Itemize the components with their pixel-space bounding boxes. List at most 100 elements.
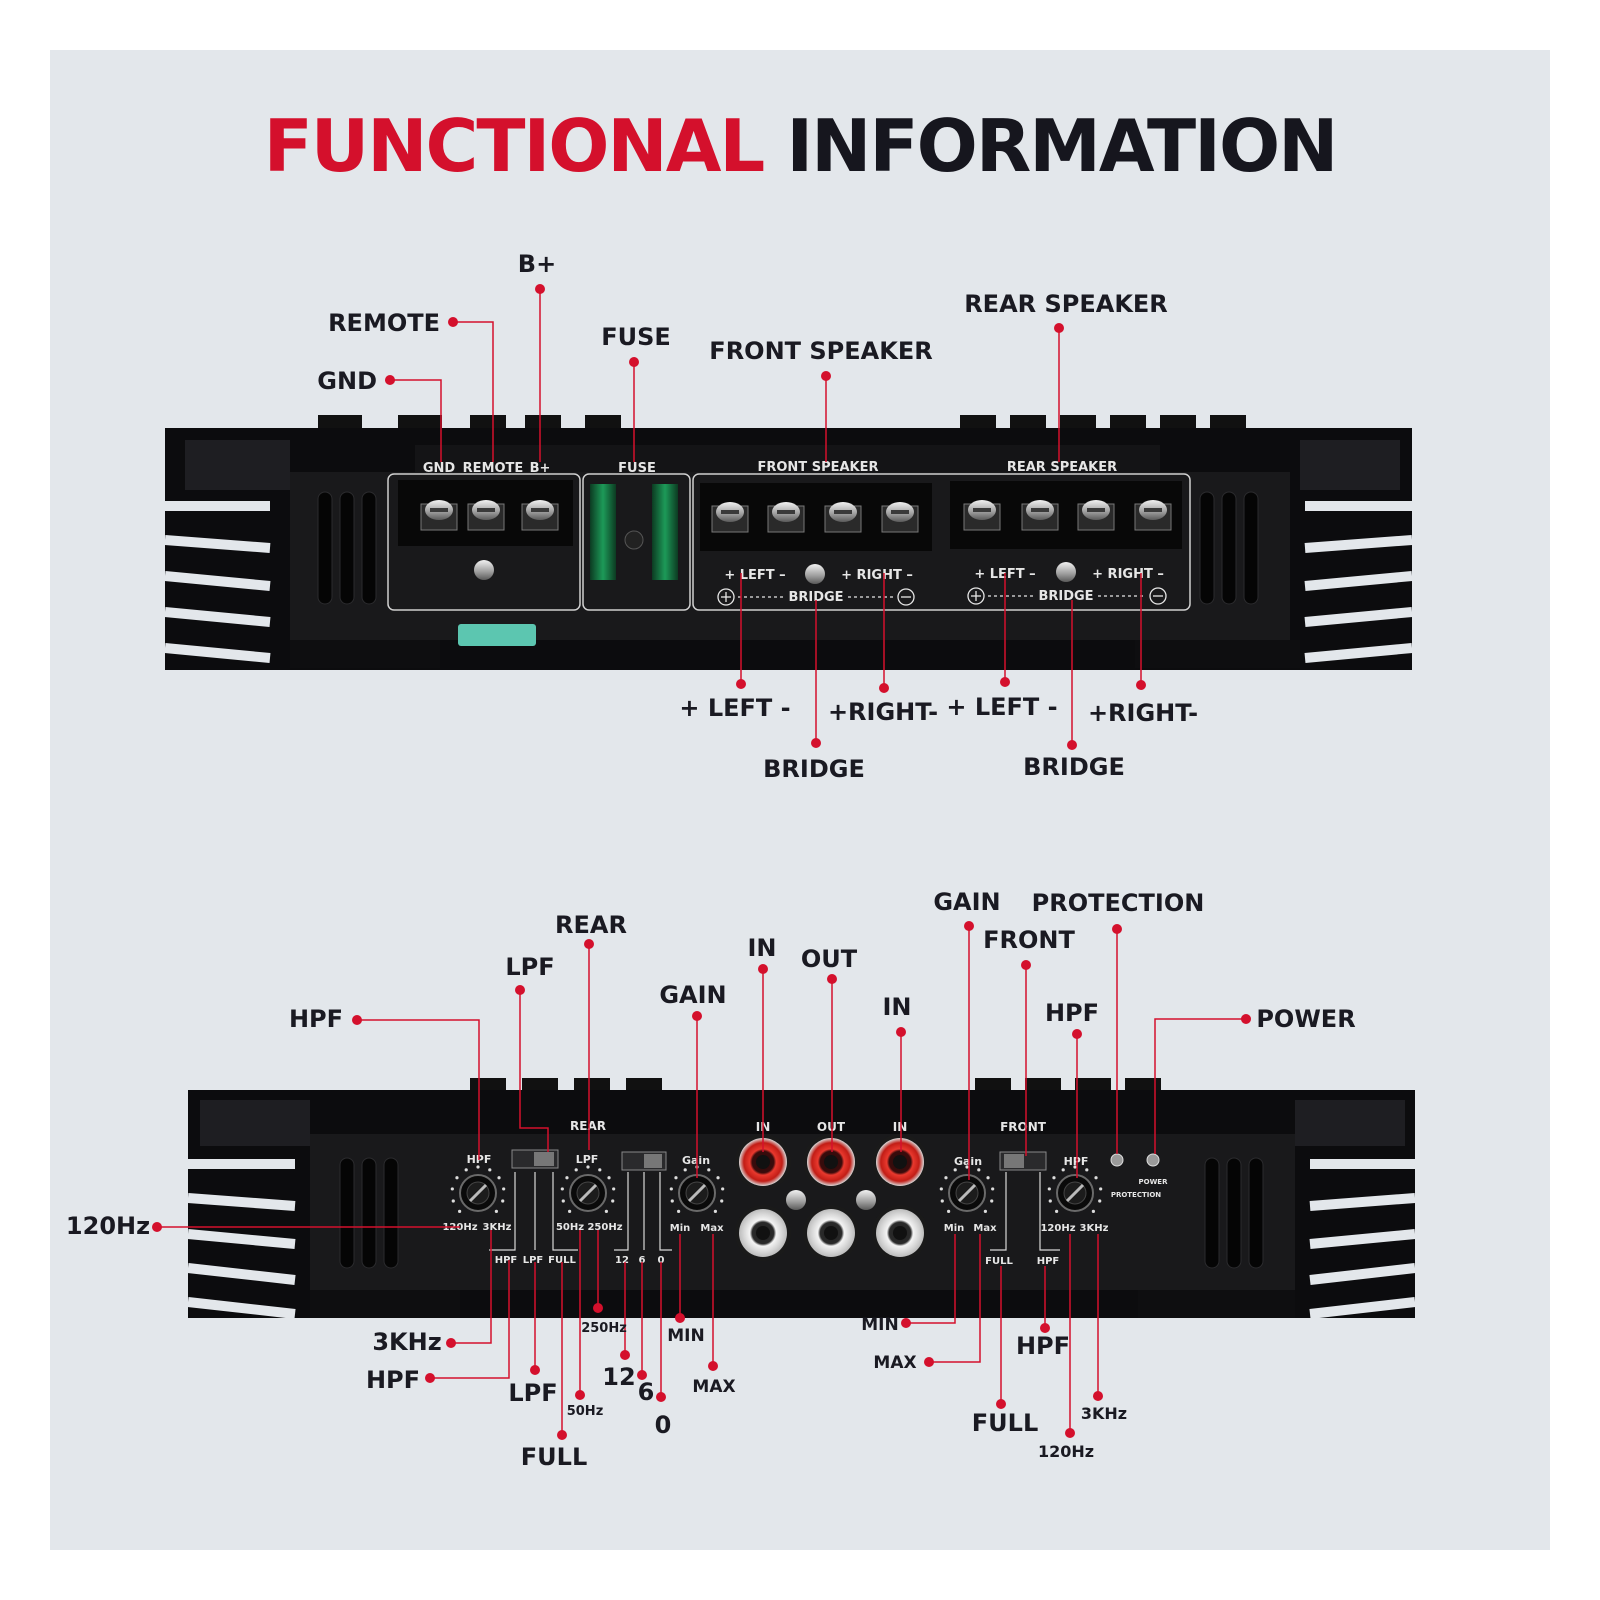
panel-min-left: Min <box>670 1223 691 1234</box>
knob <box>669 1165 725 1213</box>
callout-rear-speaker: REAR SPEAKER <box>964 290 1168 318</box>
callout-front-left: + LEFT - <box>679 694 790 722</box>
callout-120hz-left: 120Hz <box>66 1212 150 1240</box>
callout-gain-left: GAIN <box>659 981 726 1009</box>
top-leader-lines <box>390 289 1142 745</box>
panel-front-right: + RIGHT – <box>841 568 913 583</box>
terminal-screw <box>963 500 1001 531</box>
panel-3khz-right: 3KHz <box>1080 1223 1109 1234</box>
rca-jack <box>872 1205 928 1261</box>
terminal-screw <box>881 502 919 533</box>
callout-in-left: IN <box>747 934 776 962</box>
callout-lpf-top: LPF <box>505 953 554 981</box>
knob <box>560 1165 616 1213</box>
panel-front-left: + LEFT – <box>724 568 785 583</box>
terminal-screw <box>1021 500 1059 531</box>
panel-gain-left: Gain <box>682 1154 710 1167</box>
callout-full-left: FULL <box>521 1443 587 1471</box>
terminal-screw <box>521 500 559 531</box>
knob <box>939 1165 995 1213</box>
terminal-screw <box>1134 500 1172 531</box>
rca-jack <box>735 1134 791 1190</box>
panel-120hz-right: 120Hz <box>1040 1223 1075 1234</box>
callout-max-right: MAX <box>873 1353 916 1373</box>
terminal-screw <box>467 500 505 531</box>
panel-250hz: 250Hz <box>587 1222 622 1233</box>
panel-switch-hpf-right: HPF <box>1037 1256 1060 1267</box>
panel-label-fuse: FUSE <box>618 461 656 476</box>
callout-rear-left: + LEFT - <box>946 693 1057 721</box>
callout-rear-right: +RIGHT- <box>1088 699 1198 727</box>
callout-db-6: 6 <box>638 1378 655 1406</box>
bottom-leader-lines <box>157 926 1246 1435</box>
panel-switch-hpf: HPF <box>495 1255 518 1266</box>
title-part-red: FUNCTIONAL <box>263 104 766 188</box>
panel-max-right: Max <box>973 1223 997 1234</box>
panel-label-front-speaker: FRONT SPEAKER <box>757 460 878 475</box>
top-leader-dots <box>385 284 1146 750</box>
panel-db-6: 6 <box>639 1255 646 1266</box>
callout-min-right: MIN <box>861 1315 898 1335</box>
callout-lpf-bottom: LPF <box>508 1379 557 1407</box>
terminal-screw <box>824 502 862 533</box>
rca-jack <box>872 1134 928 1190</box>
callout-fuse: FUSE <box>601 323 671 351</box>
panel-50hz: 50Hz <box>556 1222 584 1233</box>
callout-min-left: MIN <box>667 1326 704 1346</box>
callout-out: OUT <box>801 945 858 973</box>
terminal-screw <box>420 500 458 531</box>
knob <box>1047 1165 1103 1213</box>
panel-label-gnd: GND <box>423 461 456 476</box>
callout-front-speaker: FRONT SPEAKER <box>709 337 932 365</box>
panel-db-12: 12 <box>615 1255 629 1266</box>
panel-min-right: Min <box>944 1223 965 1234</box>
callout-db-0: 0 <box>655 1411 672 1439</box>
terminal-screw <box>767 502 805 533</box>
callout-in-right: IN <box>882 993 911 1021</box>
callout-50hz: 50Hz <box>567 1404 604 1419</box>
page-title: FUNCTIONAL INFORMATION <box>0 104 1600 188</box>
callout-power: POWER <box>1256 1005 1355 1033</box>
panel-front: FRONT <box>1000 1120 1047 1134</box>
callout-max-left: MAX <box>692 1377 735 1397</box>
callout-protection: PROTECTION <box>1032 889 1205 917</box>
panel-db-0: 0 <box>658 1255 665 1266</box>
panel-switch-full: FULL <box>548 1255 576 1266</box>
panel-hpf-right: HPF <box>1064 1155 1089 1168</box>
callout-hpf-bottom-right: HPF <box>1016 1332 1070 1360</box>
slide-switches <box>489 1149 1060 1251</box>
callout-rear: REAR <box>555 911 627 939</box>
panel-rear-bridge: BRIDGE <box>1038 589 1093 604</box>
callout-3khz-right: 3KHz <box>1081 1404 1127 1423</box>
callout-bplus: B+ <box>518 250 556 278</box>
panel-max-left: Max <box>700 1223 724 1234</box>
callout-full-right: FULL <box>972 1409 1038 1437</box>
rca-jack <box>803 1205 859 1261</box>
panel-3khz-left: 3KHz <box>483 1222 512 1233</box>
panel-label-bplus: B+ <box>530 461 551 476</box>
rca-jacks <box>735 1134 928 1261</box>
terminal-screws <box>420 500 1172 533</box>
callout-front-right: +RIGHT- <box>828 698 938 726</box>
callout-hpf-left: HPF <box>289 1005 343 1033</box>
panel-switch-lpf: LPF <box>523 1255 544 1266</box>
callout-250hz: 250Hz <box>581 1321 627 1336</box>
panel-rear: REAR <box>570 1119 606 1133</box>
bottom-amplifier: REAR FRONT IN OUT IN HPF LPF Gain Gain H… <box>187 1078 1416 1319</box>
callout-remote: REMOTE <box>328 309 440 337</box>
rca-jack <box>735 1205 791 1261</box>
rotary-knobs <box>450 1165 1103 1213</box>
bottom-leader-dots <box>152 921 1251 1440</box>
callout-3khz-left: 3KHz <box>372 1328 441 1356</box>
callout-rear-bridge: BRIDGE <box>1023 753 1125 781</box>
callout-hpf-bottom-left: HPF <box>366 1366 420 1394</box>
title-part-dark: INFORMATION <box>786 104 1338 188</box>
panel-gain-right: Gain <box>954 1155 982 1168</box>
panel-label-remote: REMOTE <box>463 461 524 476</box>
panel-power: POWER <box>1139 1178 1169 1186</box>
callout-gnd: GND <box>317 367 377 395</box>
callout-hpf-right: HPF <box>1045 999 1099 1027</box>
panel-full-right: FULL <box>985 1256 1013 1267</box>
panel-front-bridge: BRIDGE <box>788 590 843 605</box>
panel-in-right: IN <box>893 1120 908 1134</box>
